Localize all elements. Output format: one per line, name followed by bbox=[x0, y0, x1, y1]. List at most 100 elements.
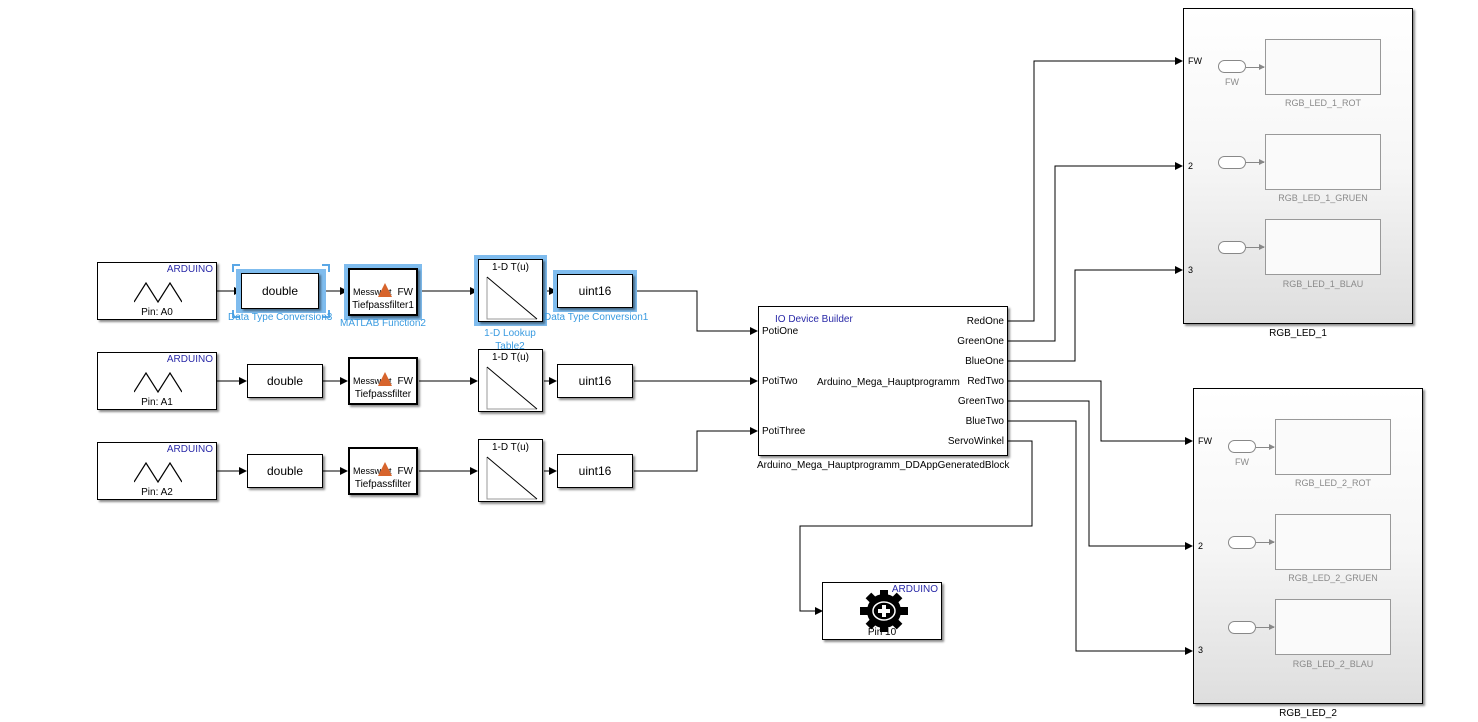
lookup-curve-icon bbox=[486, 276, 538, 320]
inner-block-rot bbox=[1275, 419, 1391, 475]
arrow-icon bbox=[1246, 64, 1265, 70]
subsystem-rgb-led-1[interactable]: FW 2 3 FW RGB_LED_1_ROT RGB_LED_1_GRUEN … bbox=[1183, 8, 1413, 324]
lookup-table-1d-1[interactable]: 1-D T(u) bbox=[478, 259, 543, 322]
servo-write-pin10[interactable]: ARDUINO Pin 10 bbox=[822, 582, 942, 640]
out-port-label: FW bbox=[397, 466, 413, 477]
wire-uint1-to-potione bbox=[634, 290, 758, 335]
lookup-table-1d-2[interactable]: 1-D T(u) bbox=[478, 349, 543, 412]
wire-greentwo bbox=[1008, 400, 1193, 550]
pin-label: Pin: A0 bbox=[141, 307, 173, 318]
subsystem-port-2: 2 bbox=[1198, 541, 1204, 551]
gear-icon bbox=[860, 590, 908, 632]
wire-servowinkel bbox=[799, 440, 1033, 615]
lookup-curve-icon bbox=[486, 366, 538, 410]
subsystem-caption[interactable]: RGB_LED_1 bbox=[1269, 328, 1327, 339]
from-tag-label: FW bbox=[1225, 77, 1239, 87]
analog-input-a0[interactable]: ARDUINO Pin: A0 bbox=[97, 262, 217, 320]
out-port-label: FW bbox=[397, 287, 413, 298]
conversion-type: double bbox=[266, 464, 304, 478]
inner-block-gruen bbox=[1275, 514, 1391, 570]
block-caption[interactable]: Data Type Conversion3 bbox=[228, 312, 333, 323]
input-port-potione[interactable]: PotiOne bbox=[762, 326, 799, 337]
inner-block-label: RGB_LED_1_GRUEN bbox=[1278, 193, 1368, 203]
wire-redtwo bbox=[1008, 380, 1193, 445]
io-device-builder-block[interactable]: IO Device Builder PotiOne PotiTwo PotiTh… bbox=[758, 306, 1008, 456]
function-name: Tiefpassfilter bbox=[354, 479, 412, 490]
output-port-greenone[interactable]: GreenOne bbox=[957, 336, 1004, 347]
conversion-type: uint16 bbox=[578, 464, 612, 478]
from-tag-block bbox=[1218, 156, 1246, 169]
subsystem-port-fw: FW bbox=[1188, 56, 1202, 66]
input-port-potithree[interactable]: PotiThree bbox=[762, 426, 806, 437]
pin-label: Pin: A2 bbox=[141, 487, 173, 498]
conversion-type: double bbox=[261, 284, 299, 298]
output-port-servowinkel[interactable]: ServoWinkel bbox=[947, 436, 1004, 447]
from-tag-block bbox=[1218, 60, 1246, 73]
arrow-icon bbox=[1256, 444, 1275, 450]
matlab-logo-icon bbox=[378, 283, 392, 297]
output-port-bluetwo[interactable]: BlueTwo bbox=[965, 416, 1004, 427]
arrow-icon bbox=[1256, 624, 1275, 630]
in-port-label: Messwert bbox=[353, 466, 392, 476]
block-caption[interactable]: MATLAB Function2 bbox=[340, 318, 426, 329]
inner-block-label: RGB_LED_2_ROT bbox=[1294, 478, 1372, 488]
wire-bluetwo bbox=[1008, 420, 1193, 655]
in-port-label: Messwert bbox=[353, 376, 392, 386]
data-type-conversion-uint16-3[interactable]: uint16 bbox=[557, 454, 633, 488]
inner-block-rot bbox=[1265, 39, 1381, 95]
data-type-conversion-uint16-2[interactable]: uint16 bbox=[557, 364, 633, 398]
inner-block-gruen bbox=[1265, 134, 1381, 190]
lookup-curve-icon bbox=[486, 456, 538, 500]
arrow-icon bbox=[1256, 539, 1275, 545]
function-name: Tiefpassfilter bbox=[354, 389, 412, 400]
output-port-redone[interactable]: RedOne bbox=[966, 316, 1004, 327]
wire-blueone bbox=[1008, 266, 1183, 362]
vendor-label: ARDUINO bbox=[166, 444, 213, 455]
data-type-conversion-uint16-1[interactable]: uint16 bbox=[557, 274, 633, 308]
output-port-redtwo[interactable]: RedTwo bbox=[967, 376, 1004, 387]
vendor-label: ARDUINO bbox=[166, 354, 213, 365]
wire-greenone bbox=[1008, 162, 1183, 342]
function-name: Tiefpassfilter1 bbox=[352, 300, 414, 311]
pin-label: Pin 10 bbox=[867, 627, 897, 638]
analog-input-a2[interactable]: ARDUINO Pin: A2 bbox=[97, 442, 217, 500]
subsystem-port-fw: FW bbox=[1198, 436, 1212, 446]
selection-corners bbox=[232, 264, 330, 318]
inner-block-label: RGB_LED_2_BLAU bbox=[1292, 659, 1374, 669]
subsystem-port-2: 2 bbox=[1188, 161, 1194, 171]
subsystem-rgb-led-2[interactable]: FW 2 3 FW RGB_LED_2_ROT RGB_LED_2_GRUEN … bbox=[1193, 388, 1423, 704]
input-port-potitwo[interactable]: PotiTwo bbox=[762, 376, 798, 387]
subsystem-caption[interactable]: RGB_LED_2 bbox=[1279, 708, 1337, 719]
conversion-type: uint16 bbox=[578, 284, 612, 298]
matlab-function-tiefpassfilter-3[interactable]: Messwert FW Tiefpassfilter bbox=[348, 447, 418, 495]
vendor-label: ARDUINO bbox=[166, 264, 213, 275]
block-center-label: Arduino_Mega_Hauptprogramm bbox=[817, 377, 960, 388]
matlab-logo-icon bbox=[378, 462, 392, 476]
output-port-blueone[interactable]: BlueOne bbox=[965, 356, 1004, 367]
wire-uint3-to-potithree bbox=[634, 427, 758, 472]
conversion-type: uint16 bbox=[578, 374, 612, 388]
analog-input-a1[interactable]: ARDUINO Pin: A1 bbox=[97, 352, 217, 410]
pin-label: Pin: A1 bbox=[141, 397, 173, 408]
sine-wave-icon bbox=[134, 371, 182, 393]
data-type-conversion-double-2[interactable]: double bbox=[247, 364, 323, 398]
block-caption[interactable]: Data Type Conversion1 bbox=[544, 312, 649, 323]
block-header: IO Device Builder bbox=[775, 314, 853, 325]
inner-block-label: RGB_LED_2_GRUEN bbox=[1288, 573, 1378, 583]
output-port-greentwo[interactable]: GreenTwo bbox=[957, 396, 1004, 407]
matlab-function-tiefpassfilter-2[interactable]: Messwert FW Tiefpassfilter bbox=[348, 357, 418, 405]
inner-block-label: RGB_LED_1_BLAU bbox=[1282, 279, 1364, 289]
out-port-label: FW bbox=[397, 376, 413, 387]
vendor-label: ARDUINO bbox=[891, 584, 938, 595]
matlab-function-tiefpassfilter1[interactable]: Messwert FW Tiefpassfilter1 bbox=[348, 268, 418, 316]
block-caption[interactable]: 1-D Lookup Table2 bbox=[484, 328, 536, 352]
from-tag-block bbox=[1218, 241, 1246, 254]
data-type-conversion-double-3[interactable]: double bbox=[247, 454, 323, 488]
from-tag-block bbox=[1228, 440, 1256, 453]
matlab-logo-icon bbox=[378, 372, 392, 386]
data-type-conversion-double-1[interactable]: double bbox=[241, 273, 319, 309]
lookup-table-1d-3[interactable]: 1-D T(u) bbox=[478, 439, 543, 502]
main-block-caption[interactable]: Arduino_Mega_Hauptprogramm_DDAppGenerate… bbox=[757, 460, 1010, 471]
inner-block-blau bbox=[1275, 599, 1391, 655]
